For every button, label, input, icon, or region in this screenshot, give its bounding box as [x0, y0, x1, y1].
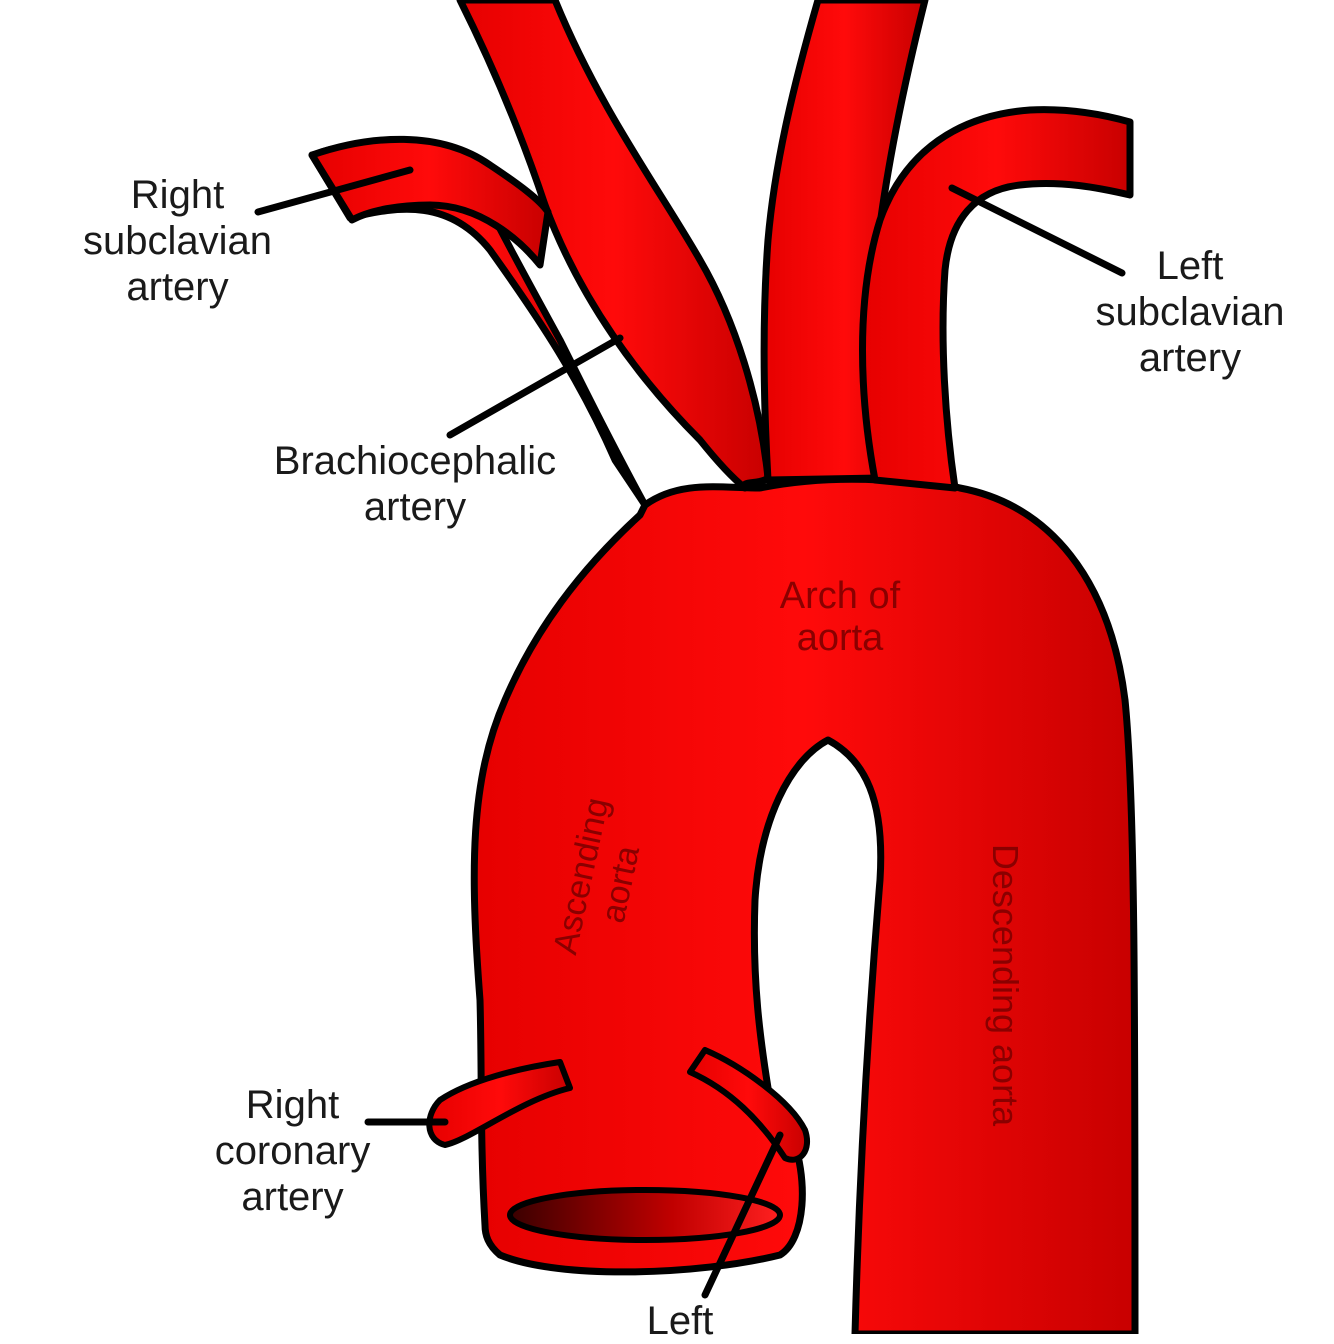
label-line: Right [130, 173, 225, 217]
label-line: artery [126, 265, 229, 309]
leader-left-coronary [701, 1131, 784, 1299]
label-line: artery [1138, 336, 1242, 380]
label-left-subclavian-artery: Left subclavian artery [1080, 243, 1300, 381]
label-line: Brachiocephalic [273, 439, 557, 483]
label-line: artery [241, 1175, 344, 1219]
label-line: Right [245, 1083, 340, 1127]
leader-lines [254, 166, 1126, 1299]
right-subclavian-artery [308, 135, 552, 269]
right-coronary-artery [426, 1059, 573, 1148]
arch-line-2: aorta [796, 617, 884, 659]
label-line: Left [1156, 244, 1224, 288]
label-line: subclavian [1095, 290, 1285, 334]
leader-left-subclavian [948, 184, 1126, 277]
label-right-subclavian-artery: Right subclavian artery [70, 172, 285, 310]
label-line: coronary [214, 1129, 371, 1173]
descending-aorta-label: Descending aorta [985, 844, 1026, 1127]
label-line: subclavian [82, 219, 272, 263]
descending-text: Descending aorta [985, 844, 1026, 1127]
aortic-root-opening [507, 1187, 783, 1243]
label-brachiocephalic-artery: Brachiocephalic artery [250, 438, 580, 530]
arch-of-aorta-label: Arch of aorta [740, 575, 940, 659]
arch-line-1: Arch of [779, 575, 901, 617]
leader-brachiocephalic [446, 334, 624, 439]
label-line: Left [646, 1299, 714, 1343]
label-left-coronary-artery: Left [620, 1298, 740, 1344]
label-right-coronary-artery: Right coronary artery [195, 1082, 390, 1220]
label-line: artery [363, 485, 467, 529]
left-coronary-artery [687, 1047, 810, 1163]
leader-right-subclavian [254, 166, 414, 216]
left-subclavian-artery [859, 106, 1134, 492]
